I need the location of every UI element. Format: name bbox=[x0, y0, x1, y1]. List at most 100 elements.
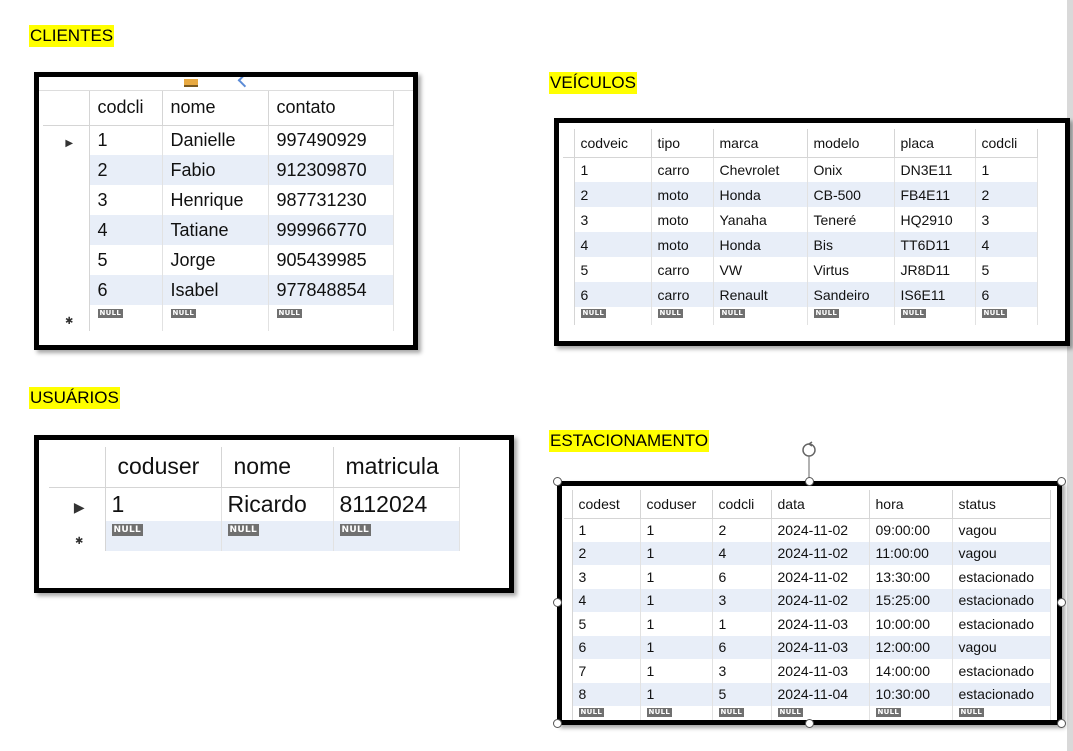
row-selector[interactable] bbox=[563, 182, 575, 207]
table-cell[interactable]: 1 bbox=[640, 682, 713, 706]
table-cell[interactable]: 6 bbox=[89, 275, 163, 305]
table-cell[interactable]: Danielle bbox=[162, 125, 269, 155]
table-cell[interactable]: 2 bbox=[572, 541, 641, 565]
table-cell[interactable]: 997490929 bbox=[268, 125, 394, 155]
table-row[interactable]: 3 moto Yanaha Teneré HQ2910 3 bbox=[563, 207, 1038, 232]
table-cell[interactable]: DN3E11 bbox=[894, 157, 976, 182]
table-cell[interactable]: 14:00:00 bbox=[869, 659, 953, 683]
column-header[interactable]: matricula bbox=[333, 447, 460, 488]
null-cell[interactable]: NULL bbox=[640, 706, 713, 720]
row-selector[interactable] bbox=[564, 541, 573, 565]
table-cell[interactable]: 3 bbox=[574, 207, 652, 232]
table-cell[interactable]: carro bbox=[651, 157, 714, 182]
table-cell[interactable]: estacionado bbox=[952, 682, 1051, 706]
row-selector[interactable] bbox=[43, 215, 90, 245]
table-cell[interactable]: 1 bbox=[640, 612, 713, 636]
table-cell[interactable]: vagou bbox=[952, 518, 1051, 542]
table-cell[interactable]: 5 bbox=[574, 257, 652, 282]
table-cell[interactable]: 10:00:00 bbox=[869, 612, 953, 636]
table-cell[interactable]: Renault bbox=[713, 282, 808, 307]
page-edge-scrollbar[interactable] bbox=[1067, 0, 1073, 751]
row-selector[interactable] bbox=[564, 588, 573, 612]
table-cell[interactable]: 1 bbox=[640, 588, 713, 612]
row-selector[interactable] bbox=[43, 155, 90, 185]
table-row[interactable]: 2 1 4 2024-11-02 11:00:00 vagou bbox=[564, 541, 1051, 565]
table-row[interactable]: 2 Fabio 912309870 bbox=[43, 155, 394, 185]
column-header[interactable]: codcli bbox=[712, 490, 772, 519]
table-cell[interactable]: carro bbox=[651, 282, 714, 307]
table-cell[interactable]: HQ2910 bbox=[894, 207, 976, 232]
column-header[interactable]: nome bbox=[221, 447, 334, 488]
table-cell[interactable]: 6 bbox=[574, 282, 652, 307]
table-cell[interactable]: 3 bbox=[712, 659, 772, 683]
table-cell[interactable]: CB-500 bbox=[807, 182, 895, 207]
table-cell[interactable]: 6 bbox=[712, 635, 772, 659]
table-cell[interactable]: 8 bbox=[572, 682, 641, 706]
table-cell[interactable]: 5 bbox=[975, 257, 1038, 282]
row-selector[interactable] bbox=[564, 682, 573, 706]
table-row[interactable]: 7 1 3 2024-11-03 14:00:00 estacionado bbox=[564, 659, 1051, 683]
column-header[interactable]: codcli bbox=[89, 91, 163, 126]
row-selector[interactable] bbox=[564, 659, 573, 683]
table-cell[interactable]: Chevrolet bbox=[713, 157, 808, 182]
table-cell[interactable]: Sandeiro bbox=[807, 282, 895, 307]
table-cell[interactable]: 912309870 bbox=[268, 155, 394, 185]
table-cell[interactable]: Isabel bbox=[162, 275, 269, 305]
null-cell[interactable]: NULL bbox=[574, 307, 652, 325]
table-cell[interactable]: estacionado bbox=[952, 565, 1051, 589]
null-cell[interactable]: NULL bbox=[268, 305, 394, 331]
row-selector[interactable] bbox=[563, 257, 575, 282]
table-cell[interactable]: moto bbox=[651, 232, 714, 257]
row-selector[interactable] bbox=[563, 232, 575, 257]
new-row[interactable]: ✱ NULL NULL NULL bbox=[43, 305, 394, 331]
row-selector[interactable] bbox=[564, 635, 573, 659]
table-cell[interactable]: FB4E11 bbox=[894, 182, 976, 207]
table-cell[interactable]: 10:30:00 bbox=[869, 682, 953, 706]
table-cell[interactable]: Teneré bbox=[807, 207, 895, 232]
null-cell[interactable]: NULL bbox=[105, 521, 222, 551]
table-cell[interactable]: 15:25:00 bbox=[869, 588, 953, 612]
table-cell[interactable]: estacionado bbox=[952, 588, 1051, 612]
new-row[interactable]: NULL NULL NULL NULL NULL NULL bbox=[564, 706, 1051, 720]
column-header[interactable]: codcli bbox=[975, 129, 1038, 158]
null-cell[interactable]: NULL bbox=[713, 307, 808, 325]
table-cell[interactable]: 3 bbox=[975, 207, 1038, 232]
table-row[interactable]: 1 carro Chevrolet Onix DN3E11 1 bbox=[563, 157, 1038, 182]
table-cell[interactable]: 1 bbox=[975, 157, 1038, 182]
table-cell[interactable]: 4 bbox=[975, 232, 1038, 257]
table-cell[interactable]: Bis bbox=[807, 232, 895, 257]
table-cell[interactable]: Honda bbox=[713, 182, 808, 207]
table-cell[interactable]: 12:00:00 bbox=[869, 635, 953, 659]
table-row[interactable]: 8 1 5 2024-11-04 10:30:00 estacionado bbox=[564, 682, 1051, 706]
null-cell[interactable]: NULL bbox=[771, 706, 870, 720]
table-cell[interactable]: 1 bbox=[640, 565, 713, 589]
table-cell[interactable]: JR8D11 bbox=[894, 257, 976, 282]
table-cell[interactable]: moto bbox=[651, 182, 714, 207]
table-cell[interactable]: moto bbox=[651, 207, 714, 232]
table-cell[interactable]: vagou bbox=[952, 541, 1051, 565]
table-cell[interactable]: Tatiane bbox=[162, 215, 269, 245]
row-selector[interactable] bbox=[563, 282, 575, 307]
table-cell[interactable]: Yanaha bbox=[713, 207, 808, 232]
table-row[interactable]: 6 carro Renault Sandeiro IS6E11 6 bbox=[563, 282, 1038, 307]
table-cell[interactable]: 2024-11-02 bbox=[771, 588, 870, 612]
table-cell[interactable]: 2 bbox=[574, 182, 652, 207]
table-cell[interactable]: estacionado bbox=[952, 612, 1051, 636]
table-cell[interactable]: Virtus bbox=[807, 257, 895, 282]
resize-handle[interactable] bbox=[553, 719, 562, 728]
resize-handle[interactable] bbox=[553, 477, 562, 486]
table-cell[interactable]: 2024-11-03 bbox=[771, 612, 870, 636]
column-header[interactable]: contato bbox=[268, 91, 394, 126]
column-header[interactable]: hora bbox=[869, 490, 953, 519]
table-row[interactable]: 4 1 3 2024-11-02 15:25:00 estacionado bbox=[564, 588, 1051, 612]
null-cell[interactable]: NULL bbox=[712, 706, 772, 720]
table-cell[interactable]: 1 bbox=[574, 157, 652, 182]
null-cell[interactable]: NULL bbox=[651, 307, 714, 325]
null-cell[interactable]: NULL bbox=[869, 706, 953, 720]
resize-handle[interactable] bbox=[805, 477, 814, 486]
null-cell[interactable]: NULL bbox=[894, 307, 976, 325]
table-cell[interactable]: 2024-11-02 bbox=[771, 518, 870, 542]
null-cell[interactable]: NULL bbox=[162, 305, 269, 331]
table-cell[interactable]: 4 bbox=[89, 215, 163, 245]
row-selector[interactable] bbox=[43, 275, 90, 305]
